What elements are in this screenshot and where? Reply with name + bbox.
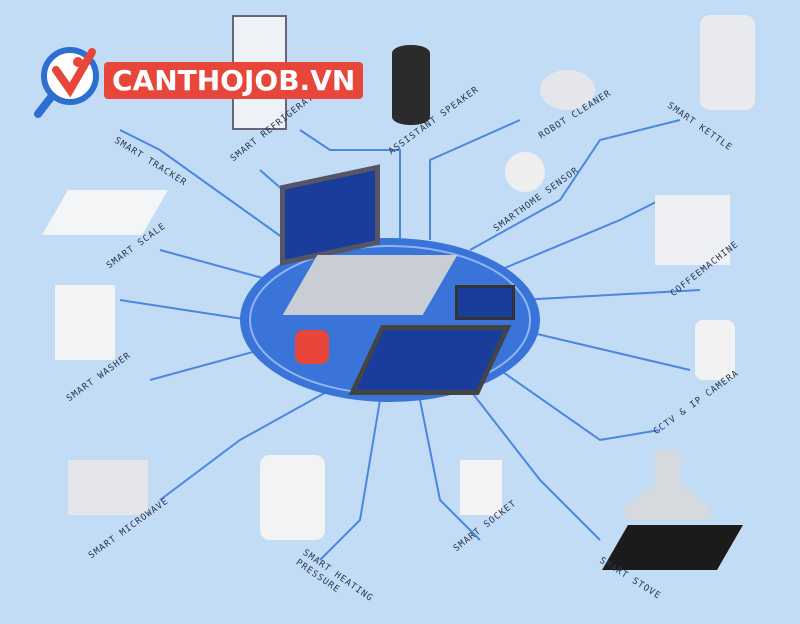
sensor-icon (505, 152, 545, 192)
speaker-icon (392, 45, 430, 125)
coffee-machine-icon (655, 195, 730, 265)
microwave-icon (68, 460, 148, 515)
washer-icon (55, 285, 115, 360)
magnifier-person-icon (34, 47, 99, 118)
phone-icon (455, 285, 515, 320)
rice-cooker-icon (260, 455, 325, 540)
cctv-icon (695, 320, 735, 380)
smartwatch-icon (295, 330, 329, 364)
iot-diagram: SMART TRACKER SMART REFRIGERATOR ASSISTA… (30, 15, 755, 604)
logo: CANTHOJOB.VN (30, 40, 364, 120)
kettle-icon (700, 15, 755, 110)
logo-text: CANTHOJOB.VN (104, 61, 364, 99)
robot-cleaner-icon (540, 70, 595, 110)
socket-icon (460, 460, 502, 515)
